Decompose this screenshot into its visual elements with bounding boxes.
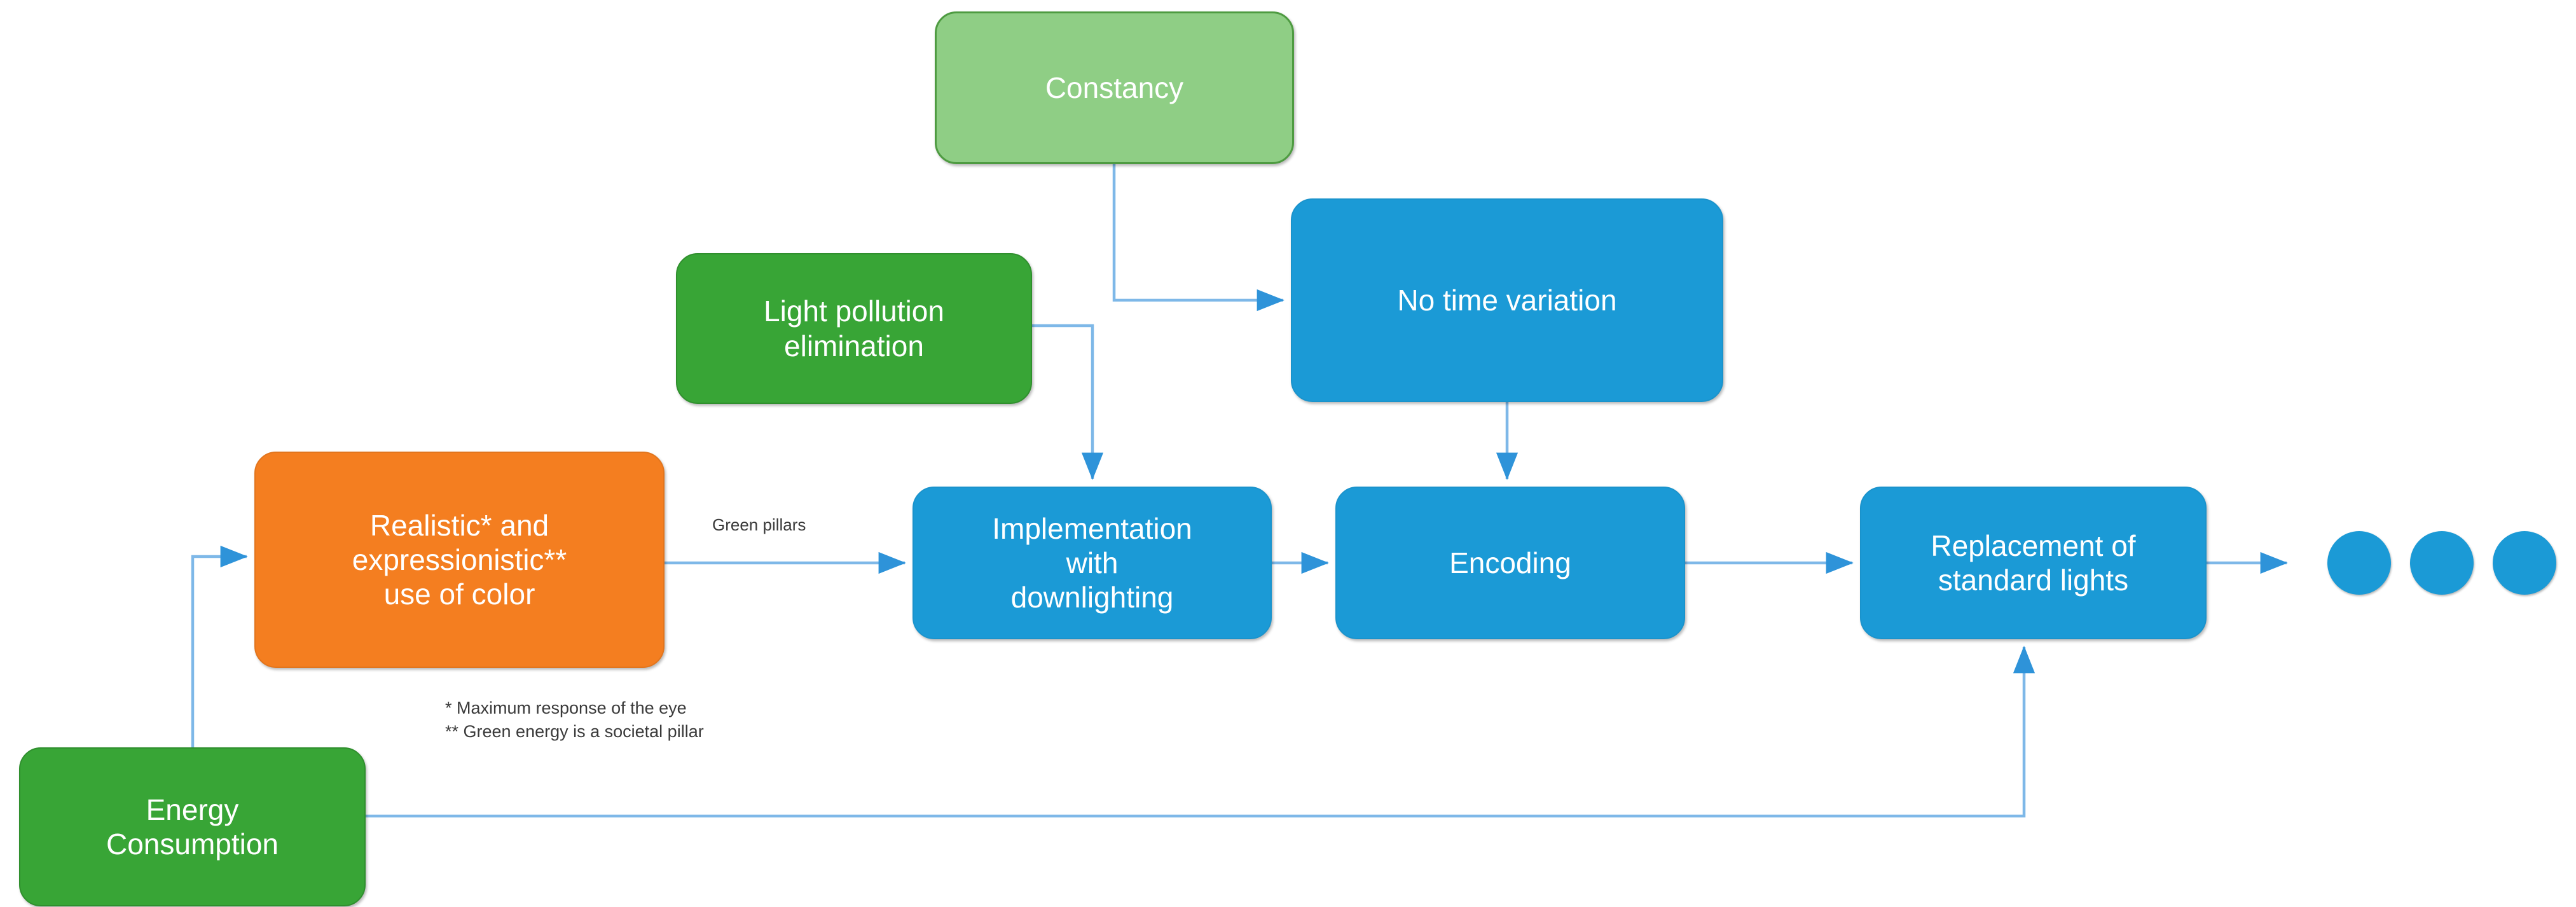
continuation-dot-1 — [2327, 531, 2391, 595]
edge-label-green-pillars: Green pillars — [712, 515, 806, 534]
node-light-pollution-elimination[interactable]: Light pollution elimination — [676, 253, 1032, 404]
node-encoding-label: Encoding — [1449, 546, 1571, 579]
node-no-time-variation[interactable]: No time variation — [1291, 198, 1723, 402]
node-realistic-expressionistic-color-label: Realistic* and expressionistic** use of … — [352, 508, 567, 611]
edge-energy-to-realistic-color — [191, 545, 248, 747]
node-replacement-of-standard-lights[interactable]: Replacement of standard lights — [1860, 487, 2207, 639]
node-constancy[interactable]: Constancy — [935, 11, 1294, 164]
node-energy-consumption-label: Energy Consumption — [106, 793, 279, 861]
node-constancy-label: Constancy — [1045, 71, 1184, 104]
edge-constancy-to-no-time-variation — [1112, 164, 1285, 312]
footnotes-text: * Maximum response of the eye ** Green e… — [445, 698, 704, 742]
node-implementation-with-downlighting-label: Implementation with downlighting — [992, 511, 1192, 614]
node-replacement-of-standard-lights-label: Replacement of standard lights — [1931, 529, 2136, 597]
node-implementation-with-downlighting[interactable]: Implementation with downlighting — [913, 487, 1272, 639]
continuation-dot-2 — [2410, 531, 2474, 595]
continuation-dot-3 — [2493, 531, 2556, 595]
node-energy-consumption[interactable]: Energy Consumption — [19, 747, 366, 906]
node-light-pollution-elimination-label: Light pollution elimination — [764, 294, 944, 363]
node-encoding[interactable]: Encoding — [1335, 487, 1685, 639]
node-no-time-variation-label: No time variation — [1397, 283, 1617, 317]
node-realistic-expressionistic-color[interactable]: Realistic* and expressionistic** use of … — [254, 452, 665, 668]
edge-light-pollution-to-implementation — [1032, 324, 1104, 480]
